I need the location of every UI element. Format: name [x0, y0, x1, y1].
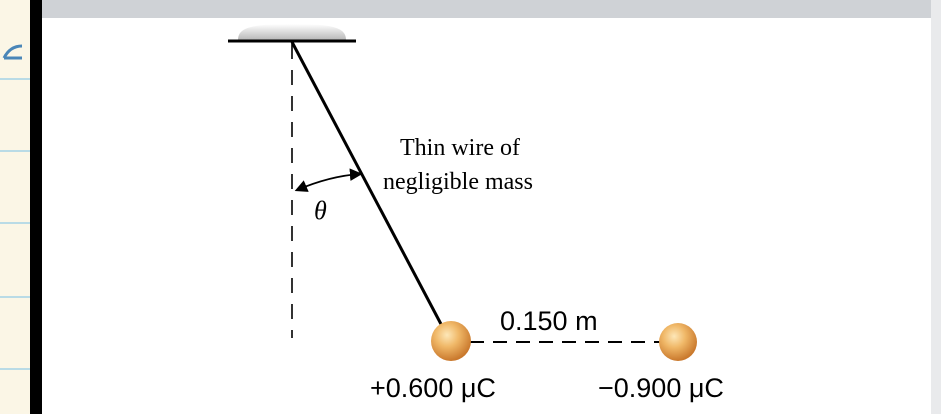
- top-bar: [42, 0, 941, 18]
- notebook-rule: [0, 296, 30, 298]
- wire-label-line1: Thin wire of: [400, 135, 520, 161]
- wire-label-line2: negligible mass: [383, 169, 533, 195]
- charge-label-left: +0.600 μC: [370, 373, 496, 403]
- ceiling-support: [228, 24, 356, 43]
- notebook-rule: [0, 78, 30, 80]
- arrow-left-icon: [2, 44, 23, 60]
- notebook-margin: [0, 0, 30, 414]
- distance-label: 0.150 m: [500, 306, 598, 336]
- angle-arc: [294, 168, 363, 192]
- notebook-rule: [0, 222, 30, 224]
- angle-label: θ: [314, 196, 327, 225]
- notebook-rule: [0, 150, 30, 152]
- right-edge: [931, 0, 941, 414]
- charged-sphere-left: [431, 321, 471, 361]
- wire: [290, 41, 444, 327]
- charged-sphere-right: [659, 323, 697, 361]
- notebook-rule: [0, 368, 30, 370]
- left-border-bar: [30, 0, 42, 414]
- charge-label-right: −0.900 μC: [598, 373, 724, 403]
